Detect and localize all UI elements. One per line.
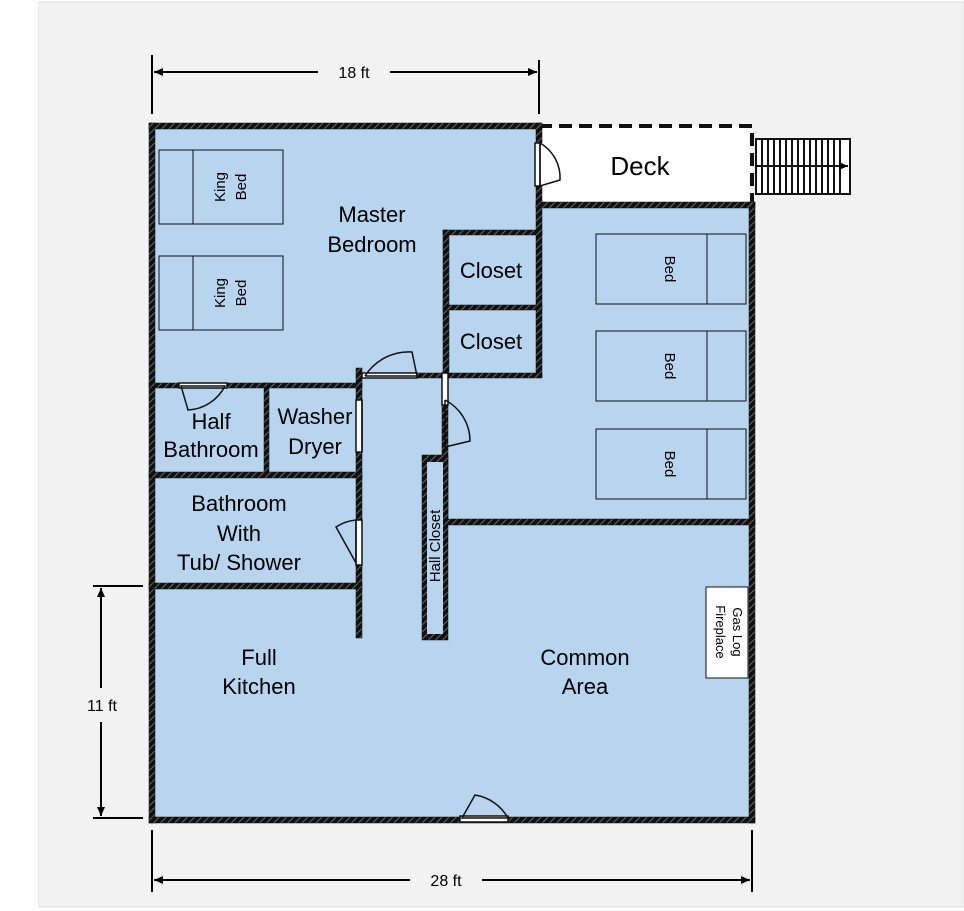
- bathroom-label: Tub/ Shower: [177, 550, 301, 575]
- fireplace-label-line2: Fireplace: [713, 605, 728, 658]
- bathroom-label: With: [217, 521, 261, 546]
- gas-log-fireplace: Gas Log Fireplace: [705, 586, 749, 679]
- bed-label: Bed: [661, 256, 678, 283]
- common-area-label: Area: [562, 674, 609, 699]
- king-bed-label: Bed: [233, 174, 250, 201]
- bathroom-label: Bathroom: [191, 491, 286, 516]
- king-bed-label: Bed: [233, 280, 250, 307]
- dimension-bottom: [151, 830, 753, 892]
- master-bedroom-label: Master: [338, 202, 405, 227]
- dimension-top-label: 18 ft: [338, 65, 370, 82]
- half-bathroom-label: Bathroom: [163, 437, 258, 462]
- deck-stairs: [755, 138, 851, 195]
- deck-label: Deck: [610, 151, 670, 181]
- master-bedroom-label: Bedroom: [327, 232, 416, 257]
- doors: [178, 142, 561, 823]
- bed-label: Bed: [661, 451, 678, 478]
- dimension-left-label: 11 ft: [87, 698, 118, 715]
- bed: [595, 233, 747, 500]
- washer-dryer-label: Washer: [278, 404, 353, 429]
- washer-dryer-label: Dryer: [288, 434, 342, 459]
- dimension-top: [151, 55, 540, 114]
- closet-label: Closet: [460, 329, 522, 354]
- king-bed-label: King: [212, 278, 229, 308]
- dimension-bottom-label: 28 ft: [430, 873, 462, 890]
- common-area-label: Common: [540, 645, 629, 670]
- full-kitchen-label: Full: [241, 645, 276, 670]
- closet-label: Closet: [460, 258, 522, 283]
- fireplace-label-line1: Gas Log: [730, 607, 745, 656]
- half-bathroom-label: Half: [191, 409, 231, 434]
- king-bed-label: King: [212, 172, 229, 202]
- king-bed: [158, 149, 284, 331]
- dimension-left: [93, 585, 143, 819]
- deck: Deck: [539, 124, 754, 203]
- full-kitchen-label: Kitchen: [222, 674, 295, 699]
- hall-closet-label: Hall Closet: [427, 509, 444, 582]
- bed-label: Bed: [661, 353, 678, 380]
- floor-area: [152, 126, 752, 820]
